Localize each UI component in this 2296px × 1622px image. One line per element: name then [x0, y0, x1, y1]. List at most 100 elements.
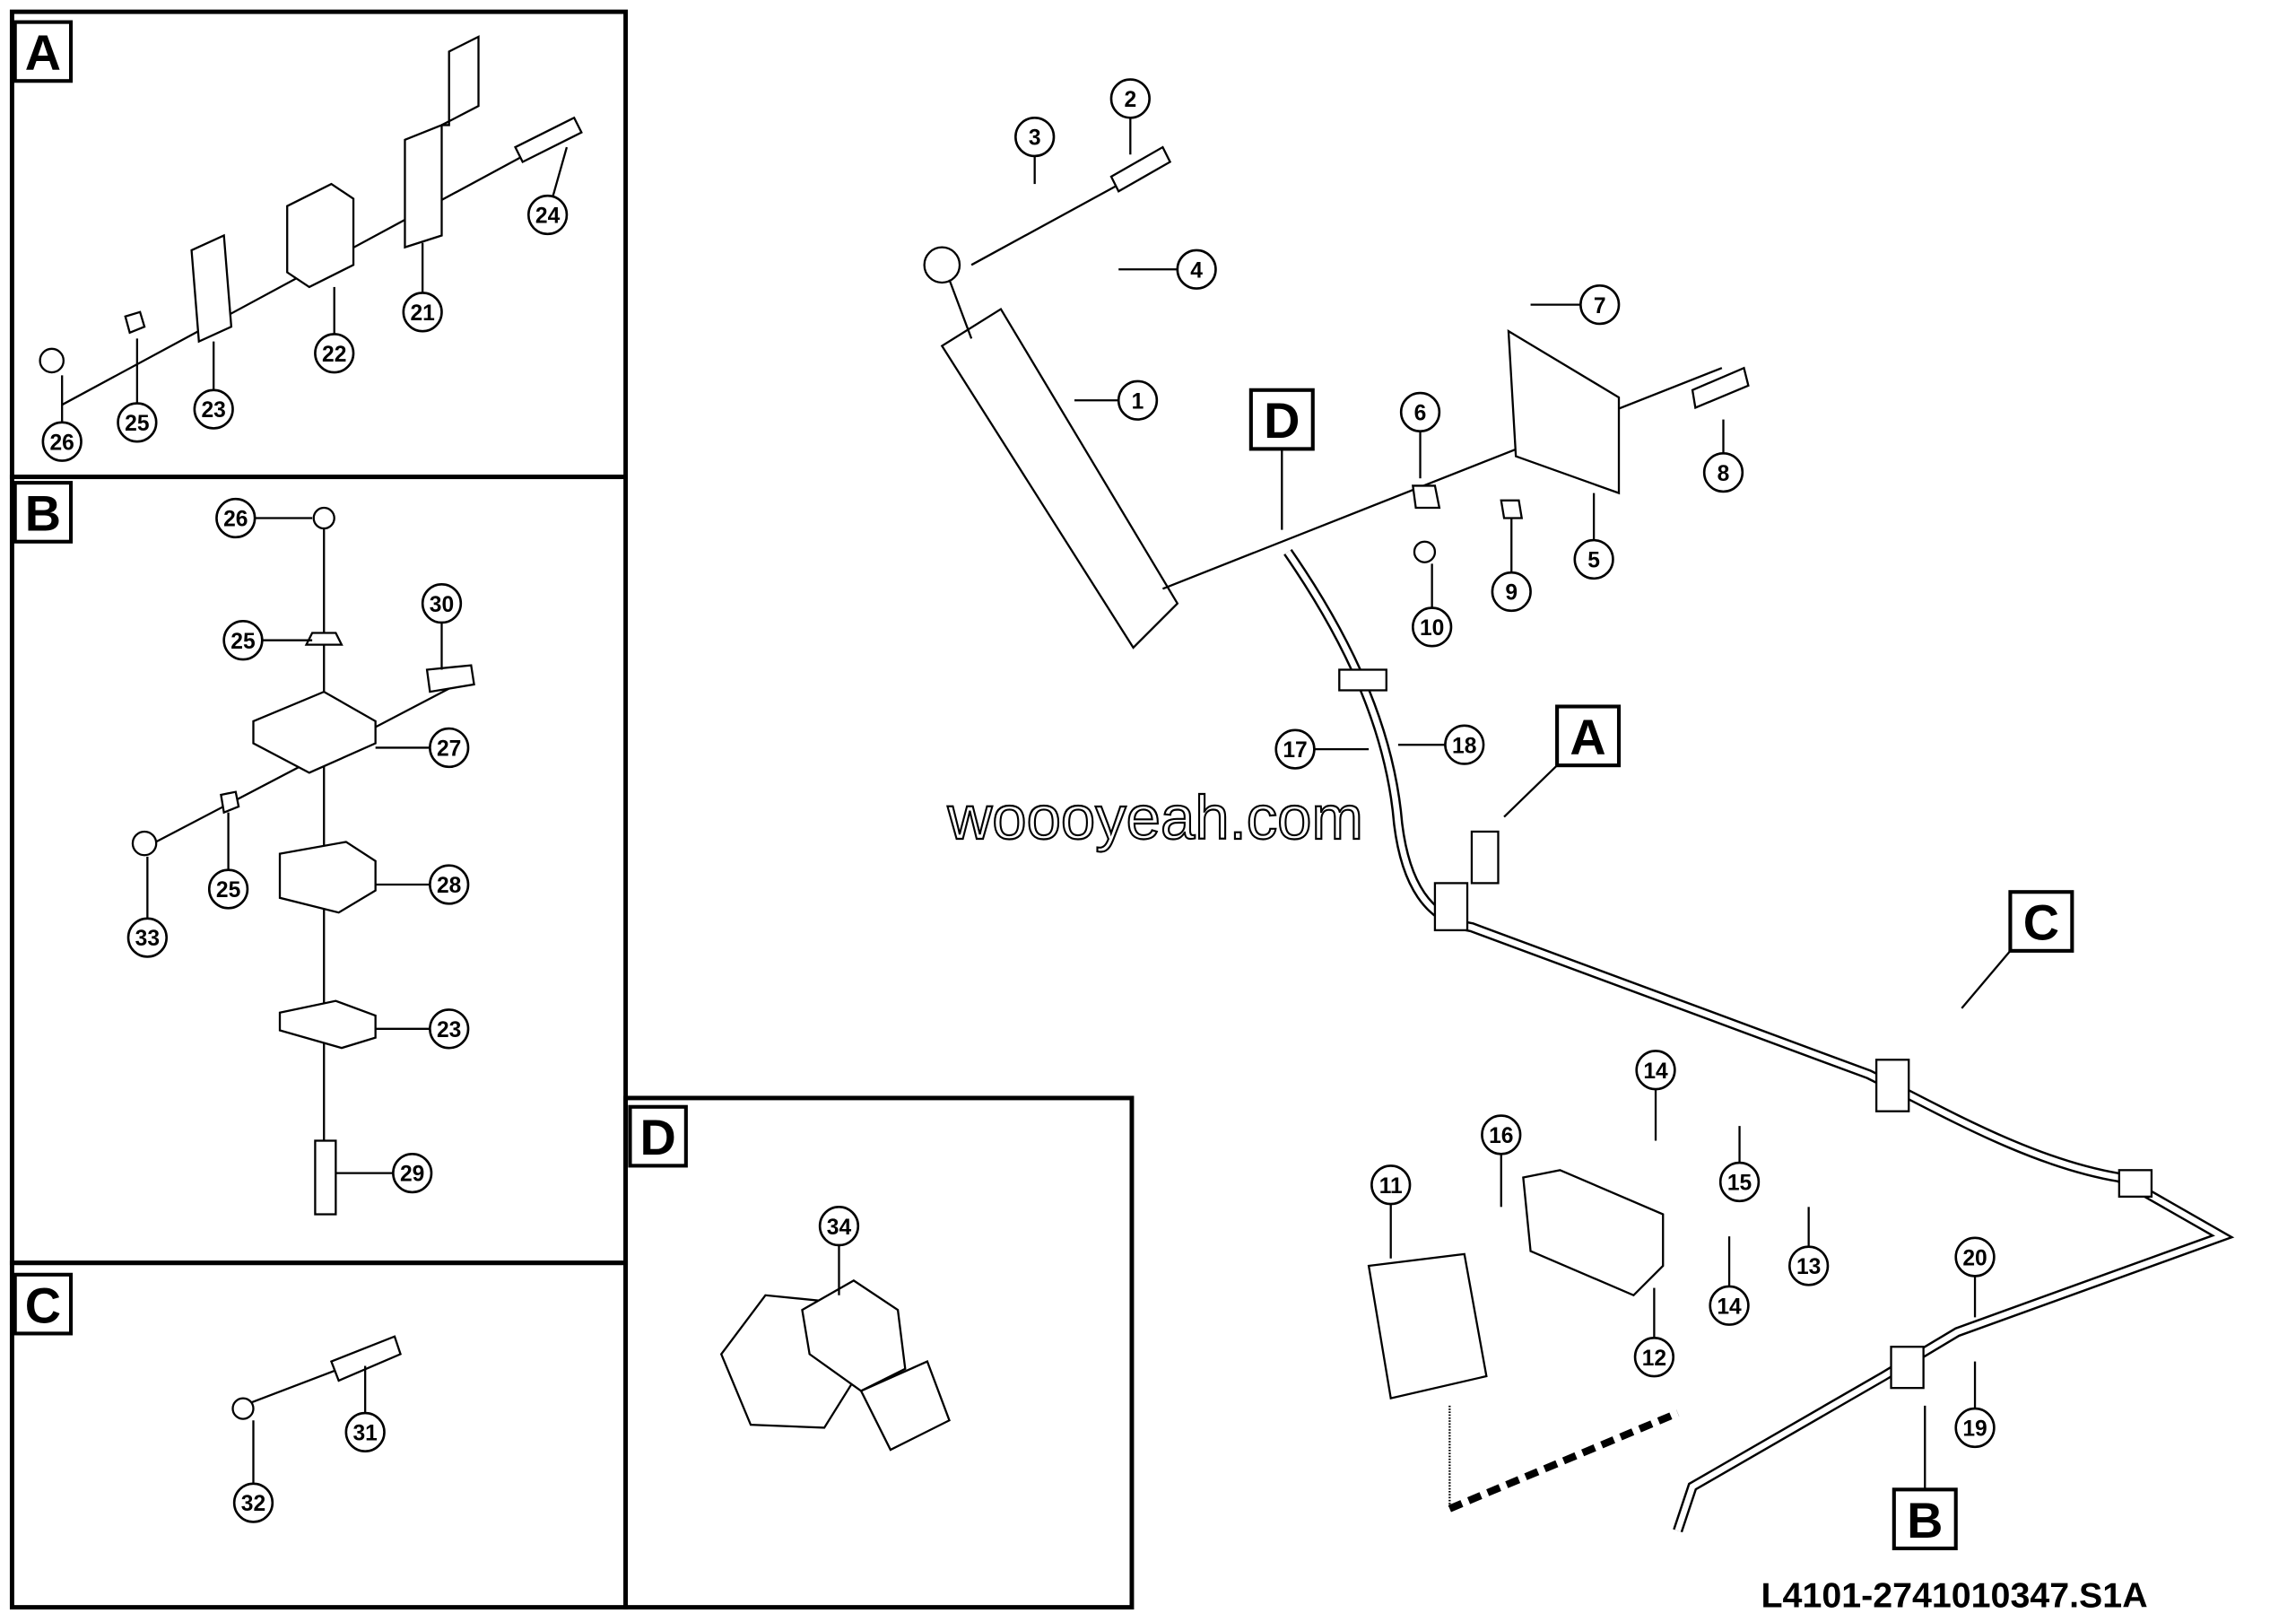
callout-number: 12 — [1642, 1347, 1666, 1371]
callout-number: 20 — [1962, 1246, 1987, 1270]
callout-number: 5 — [1587, 549, 1600, 573]
callout-circle — [1370, 1164, 1412, 1206]
panel-label-b: B — [13, 481, 74, 544]
callout-number: 27 — [437, 737, 461, 762]
svg-text:C: C — [2023, 895, 2059, 951]
callout-number: 10 — [1420, 616, 1444, 641]
callout-number: 25 — [216, 878, 240, 903]
callout-circle — [1109, 78, 1151, 119]
callout-number: 22 — [322, 343, 346, 367]
callout-circle — [392, 1152, 433, 1194]
callout-number: 24 — [535, 205, 561, 229]
callout-circle — [1633, 1337, 1675, 1378]
callout-circle — [818, 1206, 860, 1247]
main-label-b: B — [1892, 1405, 1958, 1551]
callout-panel-c-31: 31 — [344, 1365, 386, 1452]
callout-main-1: 1 — [1074, 379, 1159, 421]
callout-number: 26 — [50, 431, 74, 455]
callout-main-9: 9 — [1491, 518, 1532, 613]
panel-label-d: D — [628, 1104, 688, 1168]
callout-circle — [1579, 283, 1621, 326]
callout-number: 14 — [1717, 1295, 1742, 1319]
callout-circle — [314, 333, 355, 374]
callout-panel-b-25: 25 — [207, 812, 249, 910]
callout-number: 25 — [125, 412, 149, 436]
callout-panel-b-29: 29 — [335, 1152, 433, 1194]
callout-circle — [222, 620, 264, 661]
callout-circle — [193, 388, 234, 430]
callout-circle — [1788, 1245, 1830, 1286]
callout-circle — [1573, 538, 1614, 580]
callout-circle — [1954, 1407, 1996, 1449]
callout-number: 33 — [135, 927, 160, 951]
callout-main-18: 18 — [1397, 724, 1485, 765]
panel-frames — [9, 9, 1135, 1610]
callout-circle — [1481, 1114, 1522, 1155]
callout-circle — [421, 583, 463, 624]
callout-circle — [215, 497, 257, 539]
callout-number: 30 — [430, 593, 454, 617]
callout-number: 3 — [1029, 126, 1041, 151]
callout-panel-d-34: 34 — [818, 1206, 860, 1295]
callout-number: 9 — [1505, 581, 1518, 606]
callout-number: 19 — [1962, 1417, 1987, 1442]
callout-panel-b-23: 23 — [375, 1008, 470, 1050]
callout-circle — [1702, 452, 1744, 493]
svg-text:C: C — [25, 1278, 61, 1333]
callout-panel-b-27: 27 — [375, 727, 470, 769]
callout-circle — [1274, 728, 1316, 770]
callout-panel-a-26: 26 — [41, 375, 83, 462]
callout-main-2: 2 — [1109, 78, 1151, 155]
leader-line — [552, 146, 569, 197]
callout-circle — [1444, 724, 1485, 765]
svg-text:B: B — [25, 486, 61, 542]
callout-number: 26 — [223, 508, 248, 532]
callout-number: 1 — [1132, 389, 1144, 414]
callout-main-13: 13 — [1788, 1207, 1830, 1286]
callout-circle — [126, 917, 168, 958]
callout-main-4: 4 — [1118, 249, 1217, 290]
callout-main-14: 14 — [1709, 1236, 1750, 1326]
callout-circle — [232, 1482, 274, 1523]
svg-text:A: A — [25, 25, 61, 81]
callout-circle — [1176, 249, 1217, 290]
callout-number: 23 — [437, 1018, 461, 1042]
callout-circle — [1709, 1285, 1750, 1326]
callout-main-8: 8 — [1702, 419, 1744, 493]
callout-number: 16 — [1489, 1124, 1513, 1148]
callout-circle — [1718, 1161, 1761, 1203]
callout-circle — [1491, 571, 1532, 613]
callout-main-11: 11 — [1370, 1164, 1412, 1259]
callout-panel-b-28: 28 — [375, 864, 470, 905]
panel-b-parts — [131, 506, 475, 1216]
callout-panel-c-32: 32 — [232, 1420, 274, 1523]
callout-circle — [1399, 391, 1441, 433]
callout-panel-a-23: 23 — [193, 341, 234, 430]
callout-main-14: 14 — [1635, 1050, 1676, 1141]
callout-main-15: 15 — [1718, 1126, 1761, 1203]
callout-circle — [1412, 606, 1453, 648]
main-assembly — [923, 145, 2235, 1533]
callout-panel-a-22: 22 — [314, 286, 355, 374]
callout-circle — [41, 421, 83, 462]
callout-circle — [429, 727, 470, 769]
callout-panel-a-24: 24 — [526, 146, 569, 236]
callout-number: 28 — [437, 874, 461, 898]
callout-circle — [1635, 1050, 1676, 1091]
callout-panel-b-26: 26 — [215, 497, 313, 539]
callout-main-12: 12 — [1633, 1287, 1675, 1378]
callout-number: 14 — [1643, 1060, 1668, 1084]
callout-circle — [1014, 116, 1056, 158]
callout-circle — [526, 194, 569, 236]
main-label-a: A — [1503, 704, 1622, 818]
drawing-number: L4101-2741010347.S1A — [1761, 1576, 2148, 1616]
callout-main-20: 20 — [1954, 1236, 1996, 1318]
callout-number: 34 — [827, 1216, 852, 1240]
callout-panel-b-33: 33 — [126, 856, 168, 958]
callout-number: 2 — [1124, 88, 1136, 112]
panel-label-a: A — [13, 20, 74, 83]
callouts: 2625232221242625302725332823293132342347… — [41, 78, 1996, 1523]
callout-number: 32 — [241, 1492, 265, 1516]
svg-text:A: A — [1570, 710, 1605, 765]
callout-panel-a-25: 25 — [117, 338, 158, 443]
